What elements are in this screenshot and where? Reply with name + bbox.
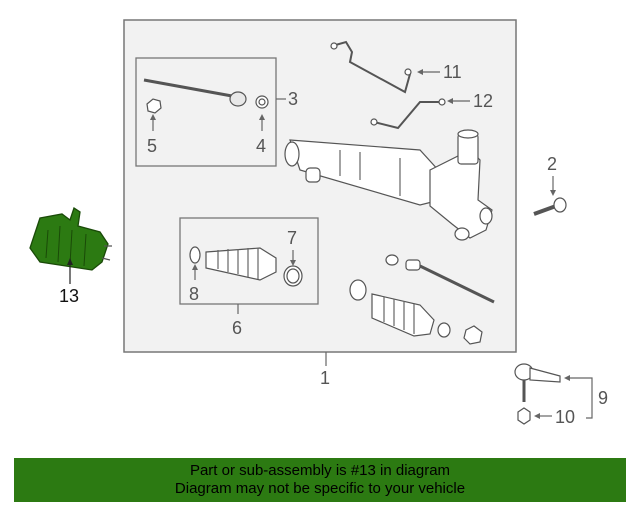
callout-8: 8 bbox=[189, 284, 199, 304]
boot bbox=[205, 247, 277, 281]
callout-5: 5 bbox=[147, 136, 157, 156]
inner-tie-rod bbox=[143, 78, 269, 109]
clamp-7 bbox=[283, 265, 303, 287]
bolt-2 bbox=[533, 197, 567, 216]
info-banner: Part or sub-assembly is #13 in diagram D… bbox=[14, 458, 626, 502]
banner-line-2: Diagram may not be specific to your vehi… bbox=[174, 480, 466, 497]
pressure-line-11 bbox=[330, 40, 412, 94]
callout-3: 3 bbox=[288, 89, 298, 109]
banner-line-1: Part or sub-assembly is #13 in diagram bbox=[189, 462, 451, 479]
lower-boot bbox=[349, 279, 483, 345]
lock-nut-5 bbox=[146, 98, 162, 114]
subassembly-frame-6 bbox=[179, 217, 319, 305]
steering-rack bbox=[284, 129, 493, 241]
callout-1: 1 bbox=[320, 368, 330, 388]
callout-7: 7 bbox=[287, 228, 297, 248]
callout-4: 4 bbox=[256, 136, 266, 156]
clamp-8 bbox=[189, 246, 201, 264]
heat-shield-13 bbox=[29, 206, 112, 271]
callout-2: 2 bbox=[547, 154, 557, 174]
callout-11: 11 bbox=[443, 62, 462, 82]
subassembly-frame-3 bbox=[135, 57, 277, 167]
nut-10 bbox=[517, 407, 531, 425]
return-line-12 bbox=[370, 98, 446, 130]
callout-13: 13 bbox=[59, 286, 79, 306]
callout-10: 10 bbox=[555, 407, 575, 427]
callout-12: 12 bbox=[473, 91, 493, 111]
lower-tie-rod bbox=[385, 254, 495, 304]
outer-tie-rod-end bbox=[514, 363, 561, 402]
callout-6: 6 bbox=[232, 318, 242, 338]
callout-9: 9 bbox=[598, 388, 608, 408]
